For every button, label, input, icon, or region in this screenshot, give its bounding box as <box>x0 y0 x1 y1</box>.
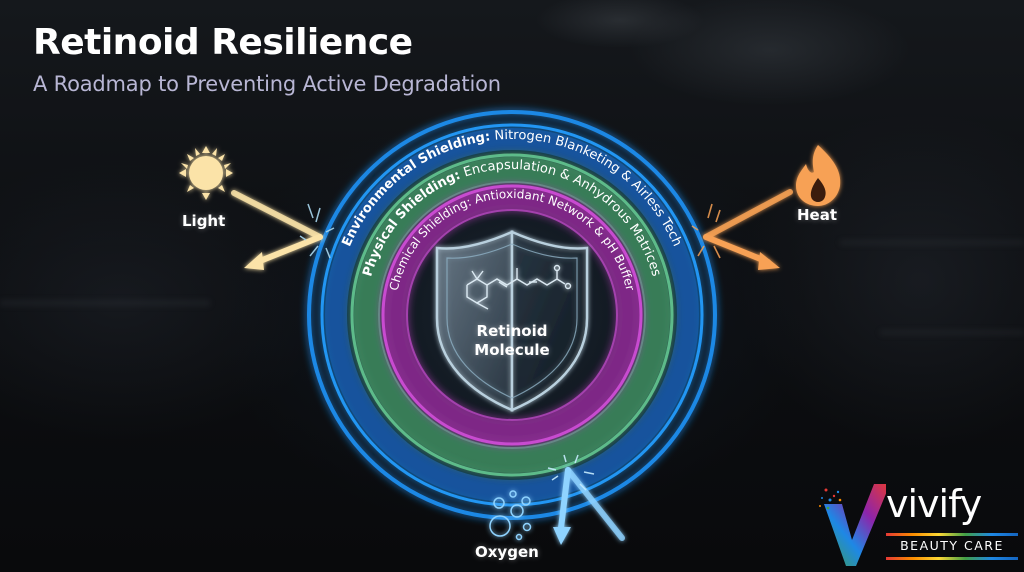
shatter-fragments <box>547 454 595 491</box>
brand-tagline: BEAUTY CARE <box>900 538 1004 553</box>
light-threat <box>179 146 335 270</box>
shatter-fragments <box>299 203 335 259</box>
chemical-shielding-ring <box>381 184 643 446</box>
brand-name: vivify <box>886 482 982 526</box>
oxygen-threat <box>489 454 625 545</box>
oxygen-label: Oxygen <box>475 543 539 561</box>
physical-shielding-ring <box>350 153 674 477</box>
heat-threat <box>691 145 841 270</box>
light-label: Light <box>182 212 226 230</box>
center-label-line2: Molecule <box>474 341 550 359</box>
background-shelf <box>840 240 1024 245</box>
page-subtitle: A Roadmap to Preventing Active Degradati… <box>33 72 501 96</box>
flame-icon <box>796 145 841 206</box>
brand-logo: vivify BEAUTY CARE <box>816 478 1018 568</box>
shield-icon <box>435 230 589 412</box>
v-logo-icon <box>819 484 886 566</box>
retinoid-molecule-structure <box>466 264 572 310</box>
shatter-fragments <box>691 203 721 259</box>
center-label: Retinoid Molecule <box>462 322 562 360</box>
heat-label: Heat <box>797 206 838 224</box>
center-label-line1: Retinoid <box>476 322 548 340</box>
page-title: Retinoid Resilience <box>33 22 413 63</box>
brand-divider <box>886 533 1018 536</box>
background-shelf <box>0 300 210 306</box>
heat-deflection-arrow <box>703 189 793 270</box>
brand-divider <box>886 557 1018 560</box>
background-shelf <box>880 330 1024 335</box>
sun-icon <box>179 146 233 200</box>
oxygen-deflection-arrow <box>553 467 625 545</box>
light-deflection-arrow <box>231 190 323 270</box>
bubbles-icon <box>489 490 532 541</box>
